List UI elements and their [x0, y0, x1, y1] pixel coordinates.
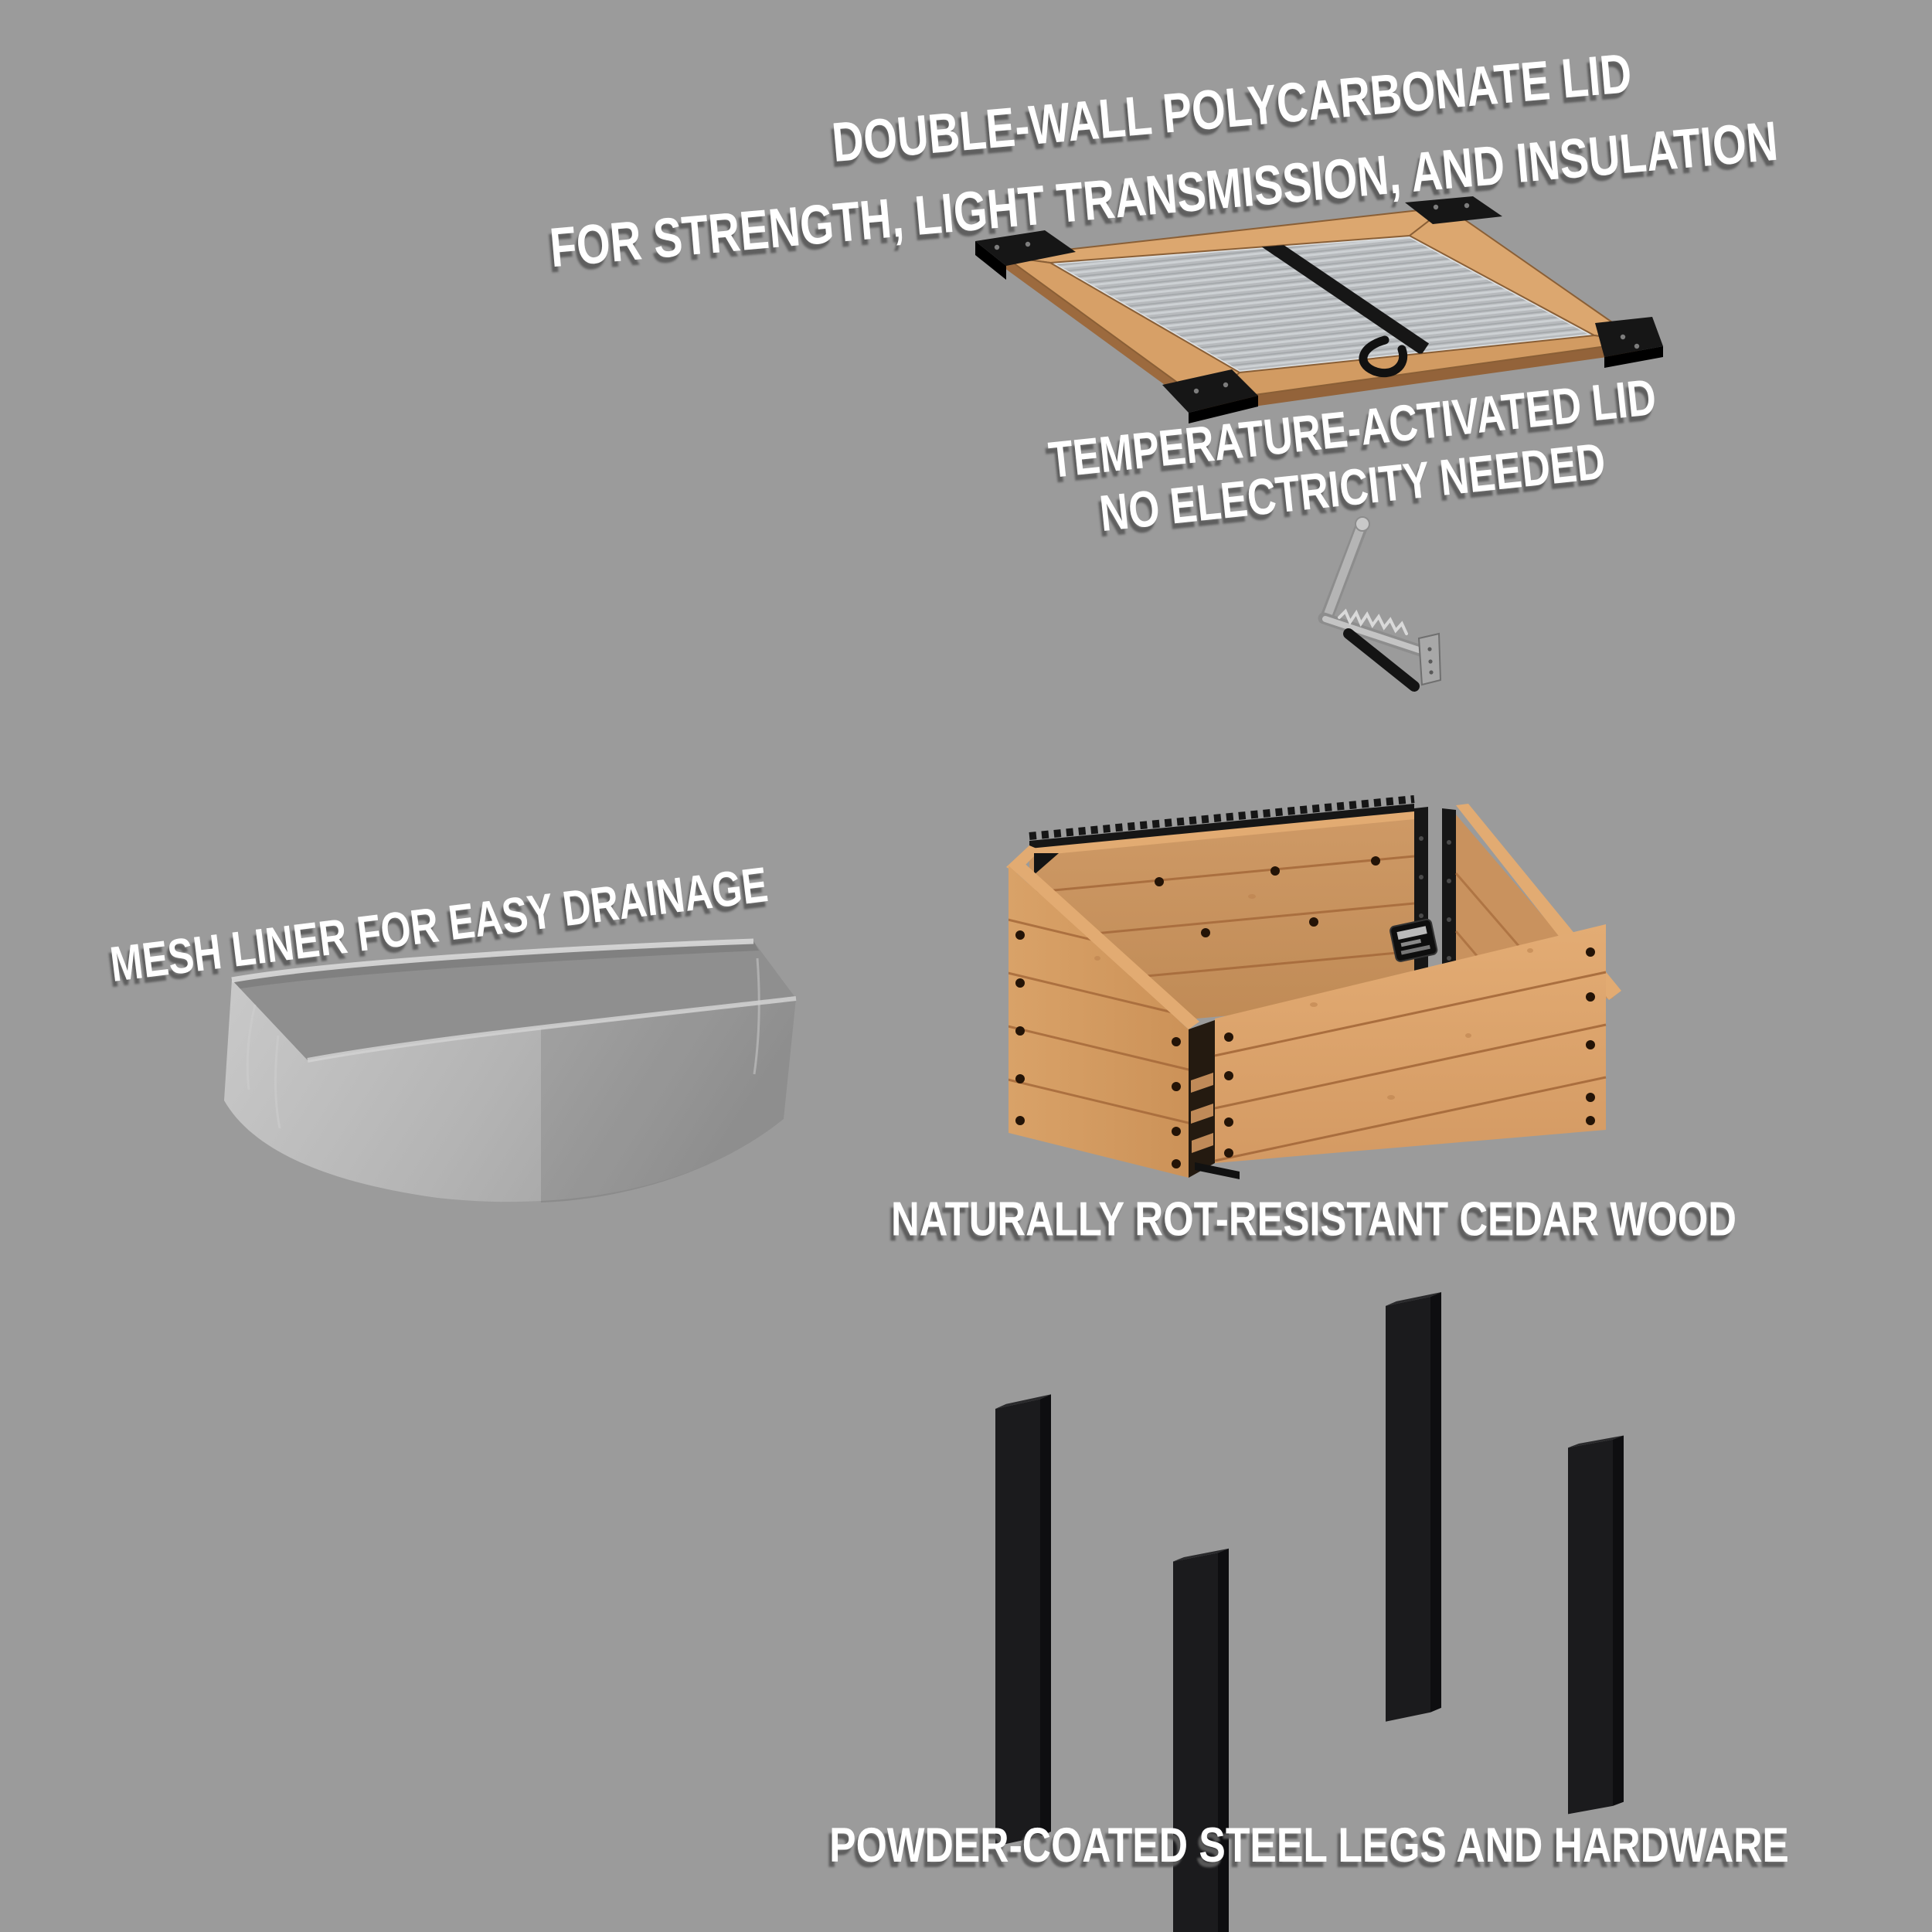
box-side-wall	[1009, 866, 1189, 1178]
steel-legs-render	[995, 1291, 1624, 1932]
lid-opener-render	[1318, 516, 1442, 692]
mesh-liner-render	[224, 938, 797, 1202]
box-front-wall	[1215, 924, 1606, 1163]
liner-crinkle	[246, 957, 760, 1129]
opener-spring	[1338, 608, 1408, 635]
box-side-top-edge	[1009, 859, 1199, 1029]
mesh-liner-label: MESH LINER FOR EASY DRAINAGE	[107, 856, 771, 992]
steel-leg	[1173, 1548, 1229, 1932]
steel-leg	[1386, 1291, 1441, 1722]
opener-label-line2: NO ELECTRICITY NEEDED	[1097, 431, 1608, 543]
box-center-bracket-right	[1442, 808, 1456, 1000]
lid-bracket-screws	[994, 202, 1640, 394]
box-plank-gap	[1189, 1020, 1215, 1178]
steel-leg	[1568, 1435, 1624, 1815]
lid-edge-depth	[1204, 342, 1640, 413]
lid-edge-depth	[1005, 257, 1204, 413]
steel-leg	[995, 1394, 1051, 1846]
box-serrated-strip	[1029, 804, 1414, 849]
box-side-screws	[1015, 930, 1181, 1168]
lid-title-line2: FOR STRENGTH, LIGHT TRANSMISSION, AND IN…	[547, 110, 1781, 280]
liner-right-wall-shade	[541, 998, 796, 1202]
cedar-box-render	[1006, 795, 1621, 1179]
opener-piston-rod	[1343, 628, 1420, 692]
box-corner-bracket-left	[1034, 853, 1059, 875]
steel-legs-label: POWDER-COATED STEEL LEGS AND HARDWARE	[829, 1818, 1789, 1872]
cedar-wood-label: NATURALLY ROT-RESISTANT CEDAR WOOD	[890, 1192, 1737, 1247]
brand-plaque	[1389, 918, 1438, 962]
liner-outer-wall	[224, 980, 796, 1202]
box-front-screws	[1224, 947, 1595, 1158]
lid-handle	[1359, 335, 1408, 378]
lid-corner-brackets	[975, 196, 1663, 423]
liner-rim-highlight	[231, 938, 754, 983]
polycarbonate-lid-render	[975, 196, 1663, 423]
opener-mount-bracket	[1417, 632, 1442, 686]
lid-center-bar	[1247, 236, 1430, 355]
